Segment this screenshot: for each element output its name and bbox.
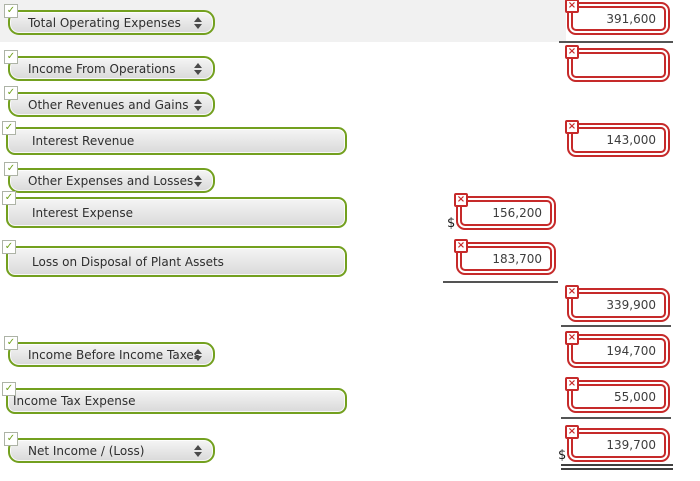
field-label: Loss on Disposal of Plant Assets [32, 254, 224, 269]
correct-check-icon: ✓ [2, 382, 16, 396]
grand-total-double-rule [561, 464, 673, 470]
correct-check-icon: ✓ [2, 121, 16, 135]
correct-check-icon: ✓ [4, 4, 18, 18]
account-select-income-before-income-taxes[interactable]: Income Before Income Taxes ✓ [4, 336, 215, 367]
incorrect-x-icon: × [565, 331, 579, 345]
correct-check-icon: ✓ [4, 432, 18, 446]
field-label: Interest Expense [32, 205, 133, 220]
amount-value: 143,000 [606, 133, 656, 147]
subtotal-rule [561, 417, 671, 419]
currency-symbol: $ [558, 448, 567, 463]
select-arrows-icon [194, 348, 202, 361]
select-label: Other Revenues and Gains [28, 97, 189, 112]
correct-check-icon: ✓ [4, 50, 18, 64]
select-label: Income From Operations [28, 61, 176, 76]
select-arrows-icon [194, 444, 202, 457]
select-label: Income Before Income Taxes [28, 347, 201, 362]
incorrect-x-icon: × [454, 193, 468, 207]
amount-value: 183,700 [492, 251, 542, 266]
incorrect-x-icon: × [454, 239, 468, 253]
select-label: Other Expenses and Losses [28, 173, 194, 188]
select-label: Net Income / (Loss) [28, 443, 145, 458]
amount-input-total-other-expenses[interactable]: 339,900 × [565, 285, 670, 322]
correct-check-icon: ✓ [2, 191, 16, 205]
amount-value: 139,700 [606, 438, 656, 452]
account-field-income-tax-expense[interactable]: Income Tax Expense ✓ [2, 382, 347, 414]
account-field-interest-revenue[interactable]: Interest Revenue ✓ [2, 121, 347, 155]
amount-input-income-tax-expense[interactable]: 55,000 × [565, 377, 670, 413]
correct-check-icon: ✓ [4, 86, 18, 100]
amount-input-income-from-operations[interactable]: × [565, 45, 670, 82]
account-select-other-revenues-and-gains[interactable]: Other Revenues and Gains ✓ [4, 86, 215, 117]
amount-input-income-before-income-taxes[interactable]: 194,700 × [565, 331, 670, 368]
account-select-other-expenses-and-losses[interactable]: Other Expenses and Losses ✓ [4, 162, 215, 193]
incorrect-x-icon: × [565, 0, 579, 13]
amount-input-interest-expense[interactable]: 156,200 × $ [447, 193, 556, 231]
incorrect-x-icon: × [565, 285, 579, 299]
amount-value: 194,700 [606, 344, 656, 358]
correct-check-icon: ✓ [4, 162, 18, 176]
field-label: Income Tax Expense [13, 394, 136, 408]
amount-value: 55,000 [614, 389, 656, 404]
account-field-interest-expense[interactable]: Interest Expense ✓ [2, 191, 347, 228]
account-field-loss-on-disposal-of-plant-assets[interactable]: Loss on Disposal of Plant Assets ✓ [2, 240, 347, 277]
select-label: Total Operating Expenses [28, 15, 181, 30]
incorrect-x-icon: × [565, 377, 579, 391]
select-arrows-icon [194, 98, 202, 111]
amount-input-net-income[interactable]: 139,700 × $ [558, 425, 670, 463]
select-arrows-icon [194, 174, 202, 187]
amount-value: 391,600 [606, 11, 656, 26]
incorrect-x-icon: × [565, 45, 579, 59]
currency-symbol: $ [447, 216, 456, 231]
amount-value: 339,900 [606, 298, 656, 312]
account-select-net-income-loss[interactable]: Net Income / (Loss) ✓ [4, 432, 215, 463]
amount-value: 156,200 [492, 206, 542, 220]
correct-check-icon: ✓ [4, 336, 18, 350]
select-arrows-icon [194, 16, 202, 29]
field-label: Interest Revenue [32, 134, 135, 148]
subtotal-rule [561, 325, 671, 327]
subtotal-rule [559, 41, 673, 43]
account-select-income-from-operations[interactable]: Income From Operations ✓ [4, 50, 215, 81]
account-select-total-operating-expenses[interactable]: Total Operating Expenses ✓ [4, 4, 215, 35]
select-arrows-icon [194, 62, 202, 75]
amount-input-loss-on-disposal[interactable]: 183,700 × [454, 239, 556, 275]
amount-input-interest-revenue[interactable]: 143,000 × [565, 120, 670, 157]
correct-check-icon: ✓ [2, 240, 16, 254]
incorrect-x-icon: × [565, 425, 579, 439]
subtotal-rule [443, 281, 558, 283]
incorrect-x-icon: × [565, 120, 579, 134]
amount-input-total-operating-expenses[interactable]: 391,600 × [565, 0, 670, 35]
